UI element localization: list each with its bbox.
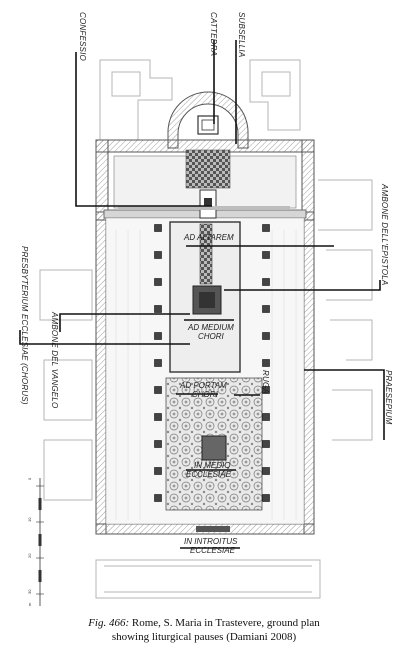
scale-tick-20: 20 — [27, 553, 32, 558]
label-subsellia: SUBSELLIA — [237, 12, 246, 57]
label-ambone-vangelo: AMBONE DEL VANGELO — [50, 311, 59, 408]
nave — [105, 217, 305, 532]
nave-column — [262, 332, 270, 340]
label-ruga: RUGA — [261, 370, 270, 394]
nave-column — [154, 251, 162, 259]
label-in-introitus-2: ECCLESIAE — [190, 546, 236, 555]
nave-column — [154, 494, 162, 502]
nave-column — [154, 278, 162, 286]
nave-column — [262, 494, 270, 502]
nave-column — [154, 332, 162, 340]
nave-column — [154, 440, 162, 448]
caption-title: Rome, S. Maria in Trastevere, ground pla… — [129, 617, 320, 629]
nave-columns — [154, 224, 270, 502]
nave-column — [262, 467, 270, 475]
leader-ambone-vangelo — [59, 313, 190, 332]
label-praesepium: PRAESEPIUM — [384, 370, 393, 425]
nave-column — [154, 467, 162, 475]
label-presbyterium: PRESBYTERIUM ECCLESIAE (CHORUS) — [20, 246, 29, 405]
scale-bar: 0 10 20 30 m — [27, 477, 44, 606]
leader-lines — [19, 40, 385, 549]
leader-ambone-epistola — [224, 280, 381, 291]
label-cattedra: CATTEDRA — [209, 12, 218, 56]
leader-presbyterium — [19, 330, 190, 345]
nave-column — [262, 386, 270, 394]
nave-column — [154, 413, 162, 421]
label-confessio: CONFESSIO — [78, 12, 87, 61]
nave-column — [154, 224, 162, 232]
nave-column — [262, 305, 270, 313]
nave-column — [154, 359, 162, 367]
caption-line-2: showing liturgical pauses (Damiani 2008) — [111, 631, 297, 643]
nave-column — [262, 224, 270, 232]
leader-confessio — [75, 52, 212, 207]
label-in-introitus-1: IN INTROITUS — [184, 537, 238, 546]
leader-praesepium — [304, 369, 385, 440]
label-ad-altarem: AD ALTAREM — [183, 233, 234, 242]
label-in-medio-2: ECCLESIAE — [186, 470, 232, 479]
caption-line-1: Fig. 466: Rome, S. Maria in Trastevere, … — [0, 616, 408, 630]
caption-figure-number: Fig. 466: — [88, 617, 130, 629]
adjacent-buildings — [39, 59, 373, 599]
nave-column — [262, 440, 270, 448]
scale-tick-10: 10 — [27, 517, 32, 522]
nave-column — [262, 251, 270, 259]
nave-column — [154, 305, 162, 313]
label-ad-portam-1: AD PORTAM — [179, 381, 227, 390]
nave-column — [262, 413, 270, 421]
nave-column — [262, 359, 270, 367]
label-ambone-epistola: AMBONE DELL'EPISTOLA — [380, 183, 389, 285]
label-in-medio-1: IN MEDIO — [194, 461, 230, 470]
figure-caption: Fig. 466: Rome, S. Maria in Trastevere, … — [0, 616, 408, 644]
presbytery — [113, 115, 297, 219]
nave-column — [262, 278, 270, 286]
scale-tick-0: 0 — [27, 477, 32, 480]
ground-plan: CONFESSIO CATTEDRA SUBSELLIA AMBONE DELL… — [19, 12, 393, 606]
nave-column — [154, 386, 162, 394]
label-ad-medium-1: AD MEDIUM — [187, 323, 234, 332]
label-ad-portam-2: CHORI — [192, 390, 219, 399]
scale-tick-30: 30 — [27, 589, 32, 594]
scale-unit: m — [27, 602, 32, 606]
label-ad-medium-2: CHORI — [198, 332, 225, 341]
